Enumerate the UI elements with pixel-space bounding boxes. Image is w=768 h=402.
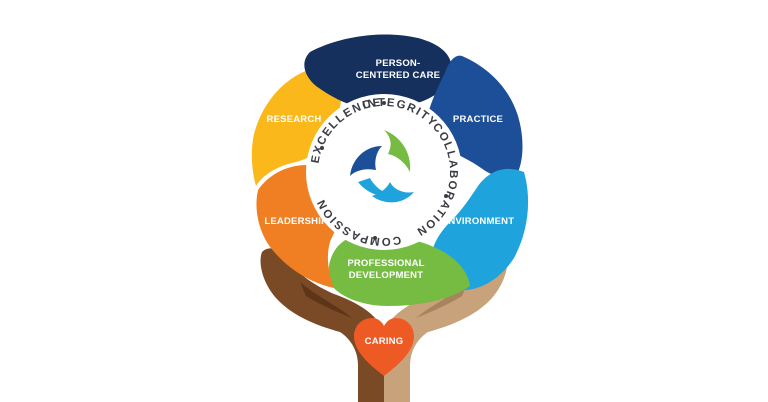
label-caring: CARING [365,336,404,347]
segment-person-centered-care [304,34,452,111]
right-thumb [416,282,468,318]
logo-navy-swoosh [350,146,382,176]
ring-dot [320,146,324,150]
segment-labels: PERSON- CENTERED CARE PRACTICE RESEARCH … [264,58,514,281]
label-professional-development-line1: PROFESSIONAL [347,258,424,269]
ring-dot [373,236,377,240]
label-research: RESEARCH [267,114,322,125]
label-person-centered-care-line1: PERSON- [376,58,421,69]
center-logo [350,130,414,203]
model-segments [251,34,529,306]
segment-professional-development [328,232,470,306]
label-person-centered-care-line2: CENTERED CARE [356,70,440,81]
ring-dot [444,194,448,198]
segment-research [251,68,342,186]
ring-separators [320,101,448,240]
logo-green-swoosh [384,130,411,172]
left-thumb [300,282,352,318]
label-leadership: LEADERSHIP [264,216,328,227]
values-disc [306,94,462,250]
caring-heart: CARING [354,318,414,376]
left-hand [260,248,384,402]
logo-blue-tail [358,178,392,197]
segment-environment [431,168,529,291]
label-practice: PRACTICE [453,114,503,125]
heart-shape [354,318,414,376]
ring-dot [382,101,386,105]
label-professional-development-line2: DEVELOPMENT [349,270,424,281]
label-environment: ENVIRONMENT [442,216,514,227]
logo-blue-swoosh [372,182,414,203]
